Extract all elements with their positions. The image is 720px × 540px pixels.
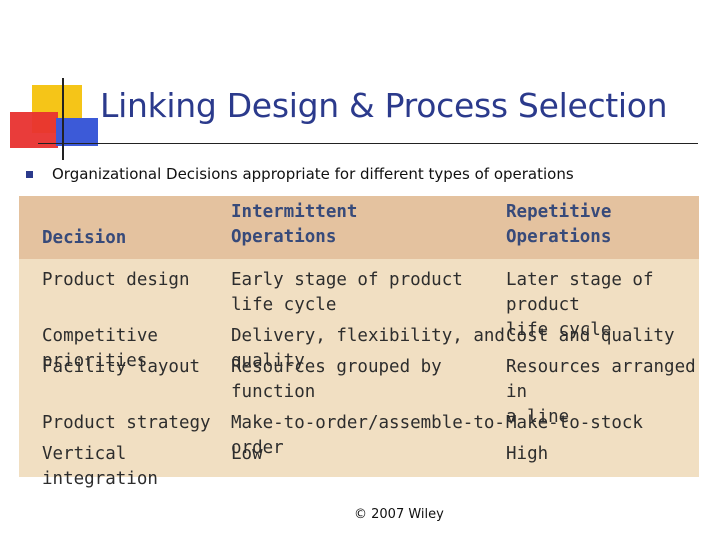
square-bullet-icon (26, 171, 33, 178)
cell-intermittent-product-design: Early stage of product life cycle (231, 270, 463, 315)
copyright-footer: © 2007 Wiley (354, 507, 444, 522)
cell-decision-product-strategy: Product strategy (42, 413, 211, 433)
slide-title: Linking Design & Process Selection (100, 86, 668, 125)
cell-decision-vertical: Vertical integration (42, 444, 158, 489)
cell-decision-facility: Facility layout (42, 357, 201, 377)
cell-intermittent-product-strategy: Make-to-order/assemble-to-order (231, 413, 505, 458)
cell-intermittent-facility: Resources grouped by function (231, 357, 442, 402)
cell-repetitive-product-strategy: Make-to-stock (506, 413, 643, 433)
logo-vertical-line (62, 78, 64, 160)
bullet-item: Organizational Decisions appropriate for… (26, 165, 706, 187)
decision-table: Decision Intermittent Operations Repetit… (19, 196, 699, 489)
cell-intermittent-competitive: Delivery, flexibility, and quality (231, 326, 505, 371)
header-intermittent: Intermittent Operations (231, 202, 358, 247)
cell-repetitive-competitive: Cost and quality (506, 326, 675, 346)
bullet-text: Organizational Decisions appropriate for… (52, 165, 574, 183)
cell-decision-competitive: Competitive priorities (42, 326, 158, 371)
cell-repetitive-vertical: High (506, 444, 549, 464)
cell-repetitive-facility: Resources arranged in a line (506, 357, 696, 427)
slide-logo-decoration (0, 0, 698, 170)
cell-decision-product-design: Product design (42, 270, 190, 290)
table-header-band (19, 196, 699, 259)
header-decision: Decision (42, 228, 127, 248)
title-underline (38, 143, 698, 144)
header-repetitive: Repetitive Operations (506, 202, 612, 247)
cell-repetitive-product-design: Later stage of product life cycle (506, 270, 654, 340)
cell-intermittent-vertical: Low (231, 444, 263, 464)
logo-red-square (10, 112, 58, 148)
